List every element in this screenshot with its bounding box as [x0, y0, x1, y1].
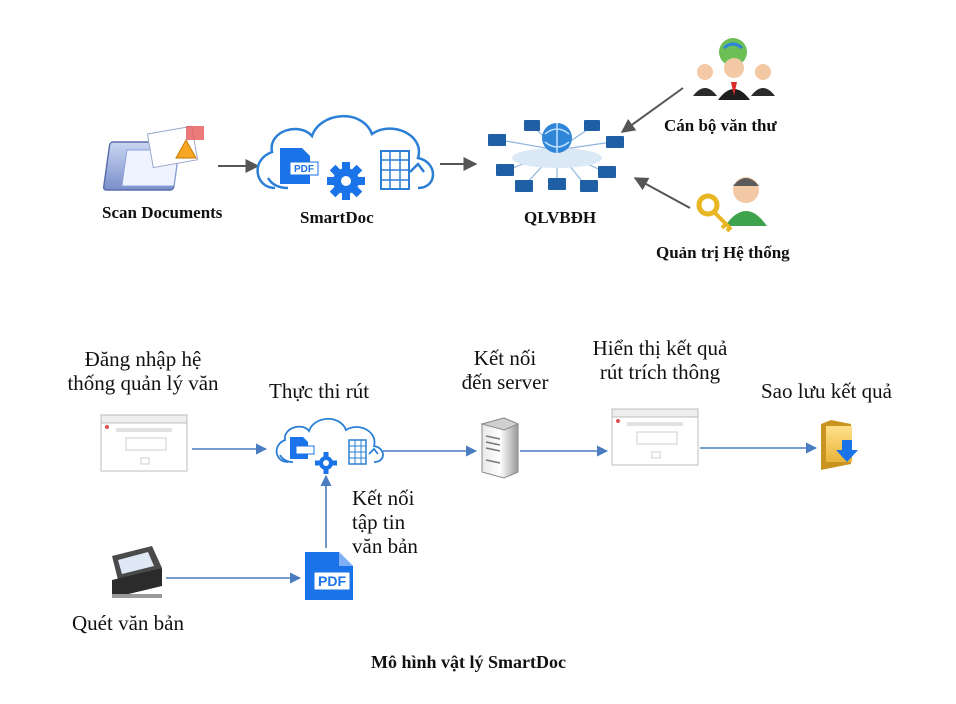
pdf-file-icon: PDF [280, 148, 319, 184]
connect-file-label: Kết nối tập tin văn bản [352, 486, 418, 558]
scanner-icon [112, 546, 162, 598]
admin-key-icon [696, 177, 767, 233]
folder-download-icon [821, 420, 858, 470]
clerk-label: Cán bộ văn thư [664, 116, 777, 135]
table-sheet-icon [380, 150, 410, 190]
server-icon [480, 417, 520, 479]
smartdoc-small-cloud-icon [275, 417, 384, 474]
connect-server-label: Kết nối đến server [461, 346, 549, 394]
save-result-label: Sao lưu kết quả [761, 379, 892, 403]
figure-caption: Mô hình vật lý SmartDoc [371, 652, 566, 672]
scan-documents-icon [102, 125, 204, 191]
qlvbdh-label: QLVBĐH [524, 208, 597, 227]
extract-step-label: Thực thi rút [269, 379, 370, 403]
scan-documents-label: Scan Documents [102, 203, 223, 222]
login-step-label: Đăng nhập hệ thống quản lý văn [67, 347, 219, 395]
pdf-badge: PDF [294, 164, 314, 175]
arrow-clerk-to-qlvbdh [620, 87, 684, 133]
arrow-admin-to-qlvbdh [633, 177, 691, 209]
pdf-badge-large: PDF [318, 573, 346, 589]
pdf-document-icon: PDF [305, 552, 353, 600]
scan-step-label: Quét văn bản [72, 611, 184, 635]
smartdoc-cloud-icon [256, 115, 435, 190]
login-window-icon [100, 414, 188, 472]
result-window-icon [611, 408, 699, 466]
network-hub-icon [488, 120, 624, 192]
display-result-label: Hiển thị kết quả rút trích thông [592, 336, 728, 384]
gear-icon [327, 162, 365, 200]
admin-label: Quản trị Hệ thống [656, 243, 790, 262]
smartdoc-label: SmartDoc [300, 208, 374, 227]
users-group-icon [693, 38, 775, 100]
